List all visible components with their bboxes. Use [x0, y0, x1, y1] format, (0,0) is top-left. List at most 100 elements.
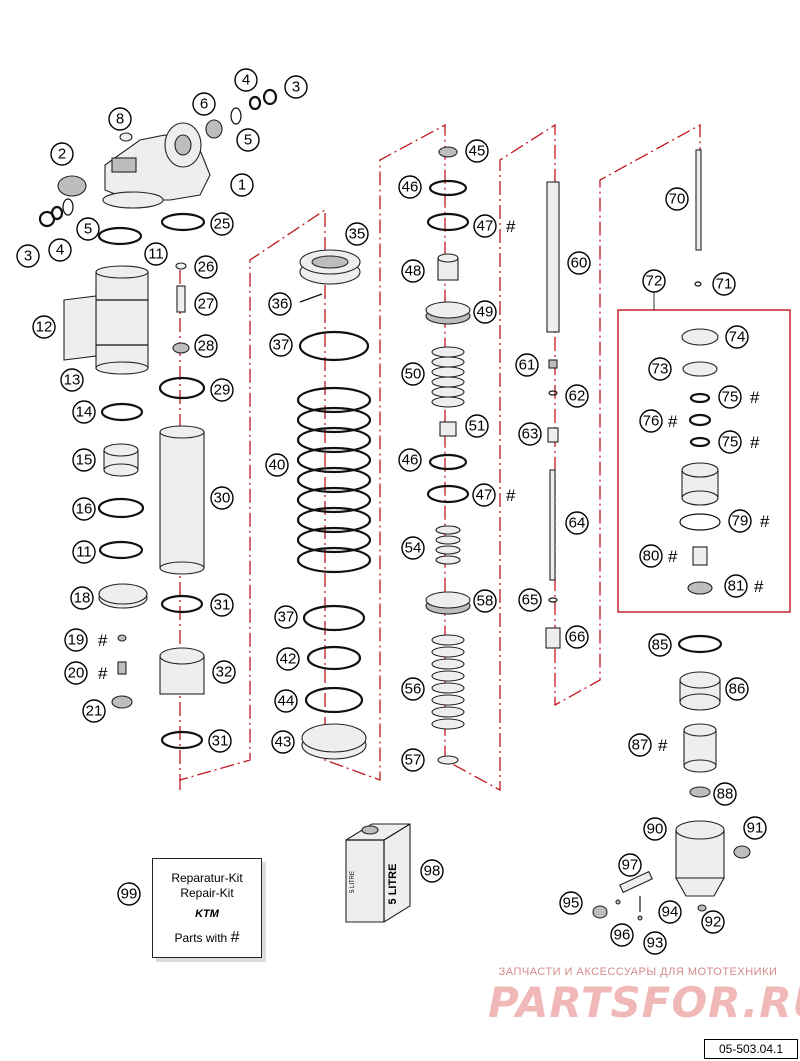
callout-79: 79 — [728, 509, 752, 533]
svg-text:65: 65 — [522, 592, 539, 609]
svg-text:45: 45 — [469, 143, 486, 160]
svg-text:43: 43 — [275, 734, 292, 751]
kit-parts-line: Parts with # — [153, 930, 261, 946]
svg-text:13: 13 — [64, 372, 81, 389]
shock-body-30 — [159, 425, 205, 575]
callout-96: 96 — [610, 923, 634, 947]
callout-11a: 11 — [144, 242, 168, 266]
callout-8: 8 — [108, 107, 132, 131]
svg-text:3: 3 — [292, 79, 300, 96]
spring-40 — [296, 386, 372, 574]
kit-parts-mark: # — [230, 929, 240, 946]
svg-text:42: 42 — [280, 651, 297, 668]
cap-74 — [681, 328, 719, 346]
svg-text:28: 28 — [198, 338, 215, 355]
svg-text:70: 70 — [669, 191, 686, 208]
svg-text:36: 36 — [272, 296, 289, 313]
callout-4b: 4 — [48, 238, 72, 262]
svg-text:75: 75 — [722, 389, 739, 406]
cap-21 — [111, 695, 133, 709]
callout-44: 44 — [274, 689, 298, 713]
svg-text:8: 8 — [116, 111, 124, 128]
svg-text:76: 76 — [643, 413, 660, 430]
callout-46b: 46 — [398, 448, 422, 472]
screw-92 — [697, 904, 707, 912]
svg-text:90: 90 — [647, 821, 664, 838]
nut-61 — [548, 359, 558, 369]
callout-19: 19 — [64, 628, 88, 652]
washer-4a — [248, 95, 262, 111]
o-ring-11b — [98, 540, 144, 560]
callout-5a: 5 — [236, 128, 260, 152]
svg-text:57: 57 — [405, 752, 422, 769]
svg-text:50: 50 — [405, 366, 422, 383]
svg-text:97: 97 — [622, 857, 639, 874]
callout-97: 97 — [618, 853, 642, 877]
callout-18: 18 — [70, 586, 94, 610]
kit-marker-19: # — [98, 631, 108, 650]
o-ring-71 — [694, 281, 702, 287]
callout-93: 93 — [643, 931, 667, 955]
svg-text:47: 47 — [476, 487, 493, 504]
svg-text:29: 29 — [214, 382, 231, 399]
callout-43: 43 — [271, 730, 295, 754]
svg-text:49: 49 — [477, 304, 494, 321]
callout-6: 6 — [192, 92, 216, 116]
circlip-31b — [160, 730, 204, 750]
callout-5b: 5 — [76, 217, 100, 241]
svg-text:91: 91 — [747, 820, 764, 837]
washer-65 — [548, 597, 558, 603]
shim-stack-54 — [435, 525, 461, 565]
o-ring-11a — [97, 226, 143, 246]
bump-rubber-87 — [683, 723, 717, 773]
svg-text:14: 14 — [76, 404, 93, 421]
svg-text:96: 96 — [614, 927, 631, 944]
repair-kit-box: Reparatur-Kit Repair-Kit KTM Parts with … — [152, 858, 262, 958]
svg-text:60: 60 — [571, 255, 588, 272]
callout-28: 28 — [194, 334, 218, 358]
callout-65: 65 — [518, 588, 542, 612]
svg-text:46: 46 — [402, 452, 419, 469]
svg-text:66: 66 — [569, 629, 586, 646]
callout-45: 45 — [465, 139, 489, 163]
svg-text:85: 85 — [652, 637, 669, 654]
callout-70: 70 — [665, 187, 689, 211]
callout-98: 98 — [420, 859, 444, 883]
seal-76 — [688, 413, 712, 427]
svg-text:31: 31 — [214, 597, 231, 614]
svg-text:93: 93 — [647, 935, 664, 952]
svg-text:47: 47 — [477, 218, 494, 235]
svg-text:63: 63 — [522, 426, 539, 443]
kit-marker-81: # — [754, 577, 764, 596]
callout-80: 80 — [639, 544, 663, 568]
callout-4a: 4 — [234, 68, 258, 92]
seal-19 — [117, 634, 127, 642]
svg-text:4: 4 — [56, 242, 64, 259]
callout-85: 85 — [648, 633, 672, 657]
callout-14: 14 — [72, 400, 96, 424]
callout-48: 48 — [401, 259, 425, 283]
callout-87: 87 — [628, 733, 652, 757]
svg-text:71: 71 — [716, 276, 733, 293]
svg-text:20: 20 — [68, 665, 85, 682]
svg-text:73: 73 — [652, 361, 669, 378]
ktm-logo: KTM — [195, 908, 219, 920]
svg-text:44: 44 — [278, 693, 295, 710]
svg-text:1: 1 — [238, 177, 246, 194]
callout-73: 73 — [648, 357, 672, 381]
callout-75a: 75 — [718, 385, 742, 409]
washer-57 — [437, 755, 459, 765]
callout-95: 95 — [559, 891, 583, 915]
ring-79 — [679, 513, 721, 531]
pin-27 — [176, 285, 186, 313]
svg-text:94: 94 — [662, 904, 679, 921]
callout-3b: 3 — [16, 244, 40, 268]
svg-text:75: 75 — [722, 434, 739, 451]
kit-marker-87: # — [658, 736, 668, 755]
callout-94: 94 — [658, 900, 682, 924]
callout-50: 50 — [401, 362, 425, 386]
callout-62: 62 — [565, 384, 589, 408]
ring-44 — [304, 686, 364, 714]
callout-51: 51 — [465, 414, 489, 438]
o-ring-25 — [160, 212, 206, 232]
